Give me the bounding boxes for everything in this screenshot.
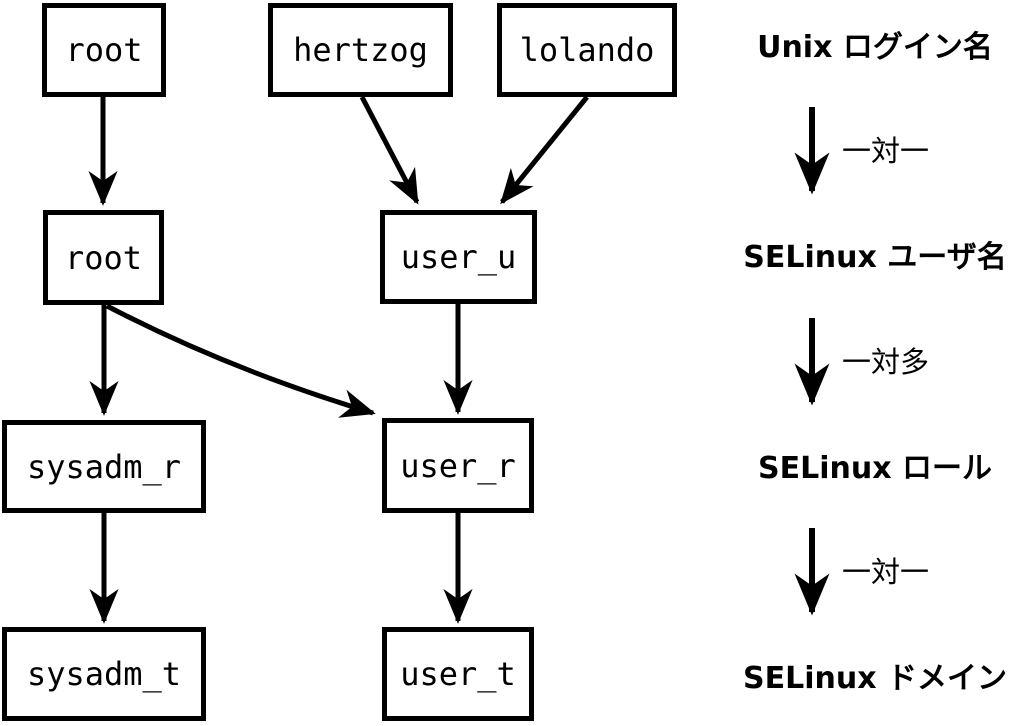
node-role-user-r: user_r [382,418,534,513]
node-role-sysadm-r: sysadm_r [2,420,206,513]
legend-level-unix-login-name: Unix ログイン名 [757,30,993,65]
node-selinux-user-user-u: user_u [380,210,537,304]
legend-level-selinux-role: SELinux ロール [757,451,992,486]
node-unix-login-root: root [42,3,166,97]
node-domain-sysadm-t: sysadm_t [2,627,206,721]
node-unix-login-hertzog: hertzog [268,3,453,97]
arrow-lolando-to-user-u [500,95,589,205]
legend-level-selinux-user-name: SELinux ユーザ名 [743,240,1007,275]
arrow-selinux-root-to-user-r [105,303,376,418]
node-domain-user-t: user_t [382,627,534,721]
arrow-hertzog-to-user-u [359,95,420,205]
legend-level-selinux-domain: SELinux ドメイン [742,661,1007,696]
node-selinux-user-root: root [43,210,164,305]
legend-relation-one-to-one-1: 一対一 [842,134,930,168]
node-unix-login-lolando: lolando [497,3,677,97]
legend-relation-one-to-one-2: 一対一 [842,555,930,589]
legend-relation-one-to-many: 一対多 [842,345,930,379]
